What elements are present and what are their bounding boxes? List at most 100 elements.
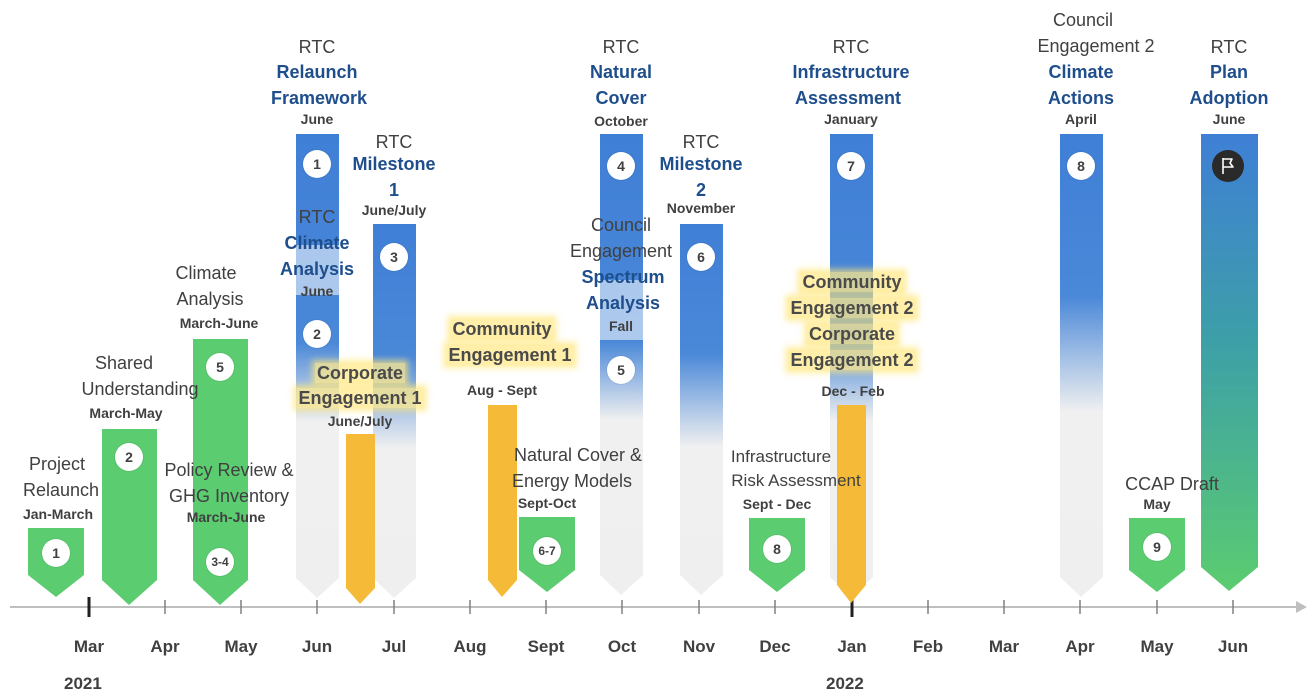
- community-engagement-2-banner: [837, 405, 866, 603]
- milestone-number-badge: 9: [1143, 533, 1171, 561]
- engagement-date: June/July: [327, 413, 393, 429]
- engagement-title: Corporate: [314, 363, 406, 383]
- year-label-2022: 2022: [826, 674, 864, 693]
- month-label: Oct: [607, 637, 637, 656]
- rtc-title: Natural: [589, 62, 653, 82]
- rtc-climate-overlay: [296, 245, 339, 295]
- council-prefix: Council: [1052, 10, 1114, 30]
- month-label: Dec: [759, 637, 791, 656]
- rtc-plan-adoption-banner: [1201, 134, 1258, 591]
- milestone-date: March-June: [179, 315, 259, 331]
- rtc-title: Relaunch: [276, 62, 358, 82]
- axis-arrow: [1296, 601, 1307, 613]
- council-date: April: [1065, 111, 1097, 127]
- month-label: May: [1140, 637, 1174, 656]
- month-label: May: [224, 637, 258, 656]
- year-label-2021: 2021: [64, 674, 102, 693]
- council-number-badge: 8: [1067, 152, 1095, 180]
- milestone-date: March-June: [186, 509, 266, 525]
- milestone-title: Relaunch: [22, 480, 100, 500]
- community-engagement-1-banner: [488, 405, 517, 597]
- milestone-date: Sept - Dec: [742, 496, 812, 512]
- milestone-date: Jan-March: [22, 506, 94, 522]
- milestone-date: Sept-Oct: [517, 495, 577, 511]
- rtc-number-badge: 3: [380, 243, 408, 271]
- council-title: Climate: [1048, 62, 1114, 82]
- rtc-title: Milestone: [659, 154, 743, 174]
- rtc-date: June: [300, 111, 334, 127]
- rtc-prefix: RTC: [1210, 37, 1248, 57]
- rtc-milestone2-banner: [680, 224, 723, 595]
- rtc-title: Cover: [595, 88, 647, 108]
- milestone-title: Shared: [94, 353, 154, 373]
- rtc-prefix: RTC: [602, 37, 640, 57]
- milestone-title: CCAP Draft: [1125, 474, 1219, 494]
- rtc-title: 1: [388, 180, 400, 200]
- council-title: Spectrum: [581, 267, 665, 287]
- engagement-title: Engagement 2: [788, 298, 916, 318]
- milestone-title: Natural Cover &: [513, 445, 643, 465]
- rtc-number-badge: 4: [607, 152, 635, 180]
- milestone-title: Analysis: [176, 289, 244, 309]
- milestone-date: May: [1143, 496, 1171, 512]
- council-engagement-2-banner: [1060, 134, 1103, 597]
- month-label: Feb: [912, 637, 944, 656]
- month-label: Apr: [150, 637, 180, 656]
- milestone-number-badge: 5: [206, 353, 234, 381]
- milestone-title: GHG Inventory: [168, 486, 290, 506]
- engagement-title: Engagement 2: [788, 350, 916, 370]
- engagement-title: Corporate: [806, 324, 898, 344]
- rtc-number-badge: 7: [837, 152, 865, 180]
- milestone-title: Understanding: [81, 379, 199, 399]
- month-label: Jun: [301, 637, 333, 656]
- rtc-number-badge: 6: [687, 243, 715, 271]
- milestone-number-badge: 6-7: [533, 537, 561, 565]
- council-prefix: Council: [590, 215, 652, 235]
- rtc-prefix: RTC: [375, 132, 413, 152]
- month-label: Sept: [527, 637, 565, 656]
- council-prefix: Engagement: [569, 241, 673, 261]
- month-label: Aug: [453, 637, 487, 656]
- rtc-title: Assessment: [794, 88, 902, 108]
- rtc-prefix: RTC: [682, 132, 720, 152]
- month-label: Jul: [381, 637, 407, 656]
- milestone-title: Climate: [175, 263, 237, 283]
- milestone-title: Infrastructure: [730, 447, 832, 466]
- milestone-number-badge: 8: [763, 535, 791, 563]
- rtc-date: January: [824, 111, 878, 127]
- rtc-title: Infrastructure: [792, 62, 910, 82]
- rtc-number-badge: 2: [303, 320, 331, 348]
- rtc-title: Climate: [284, 233, 350, 253]
- month-label: Nov: [682, 637, 716, 656]
- month-label: Mar: [988, 637, 1020, 656]
- month-label: Apr: [1065, 637, 1095, 656]
- rtc-title: Adoption: [1189, 88, 1269, 108]
- rtc-number-badge: 1: [303, 150, 331, 178]
- council-title: Analysis: [585, 293, 661, 313]
- rtc-date: June: [1212, 111, 1246, 127]
- rtc-title: Framework: [270, 88, 368, 108]
- rtc-prefix: RTC: [832, 37, 870, 57]
- milestone-title: Risk Assessment: [731, 471, 861, 490]
- engagement-title: Community: [450, 319, 554, 339]
- council-title: Actions: [1047, 88, 1115, 108]
- month-label: Jan: [837, 637, 867, 656]
- council-prefix: Engagement 2: [1037, 36, 1155, 56]
- engagement-date: Dec - Feb: [821, 383, 885, 399]
- engagement-title: Engagement 1: [446, 345, 574, 365]
- milestone-date: March-May: [89, 405, 163, 421]
- corporate-engagement-1-banner: [346, 434, 375, 604]
- rtc-title: Plan: [1209, 62, 1249, 82]
- milestone-title: Project: [28, 454, 86, 474]
- engagement-title: Community: [800, 272, 904, 292]
- rtc-title: Milestone: [352, 154, 436, 174]
- rtc-prefix: RTC: [298, 207, 336, 227]
- milestone-title: Energy Models: [511, 471, 633, 491]
- rtc-milestone1-banner: [373, 224, 416, 598]
- council-date: Fall: [608, 318, 634, 334]
- milestone-number-badge: 2: [115, 443, 143, 471]
- council-number-badge: 5: [607, 356, 635, 384]
- month-label: Mar: [73, 637, 105, 656]
- milestone-5-banner: [193, 339, 248, 605]
- milestone-title: Policy Review &: [164, 460, 294, 480]
